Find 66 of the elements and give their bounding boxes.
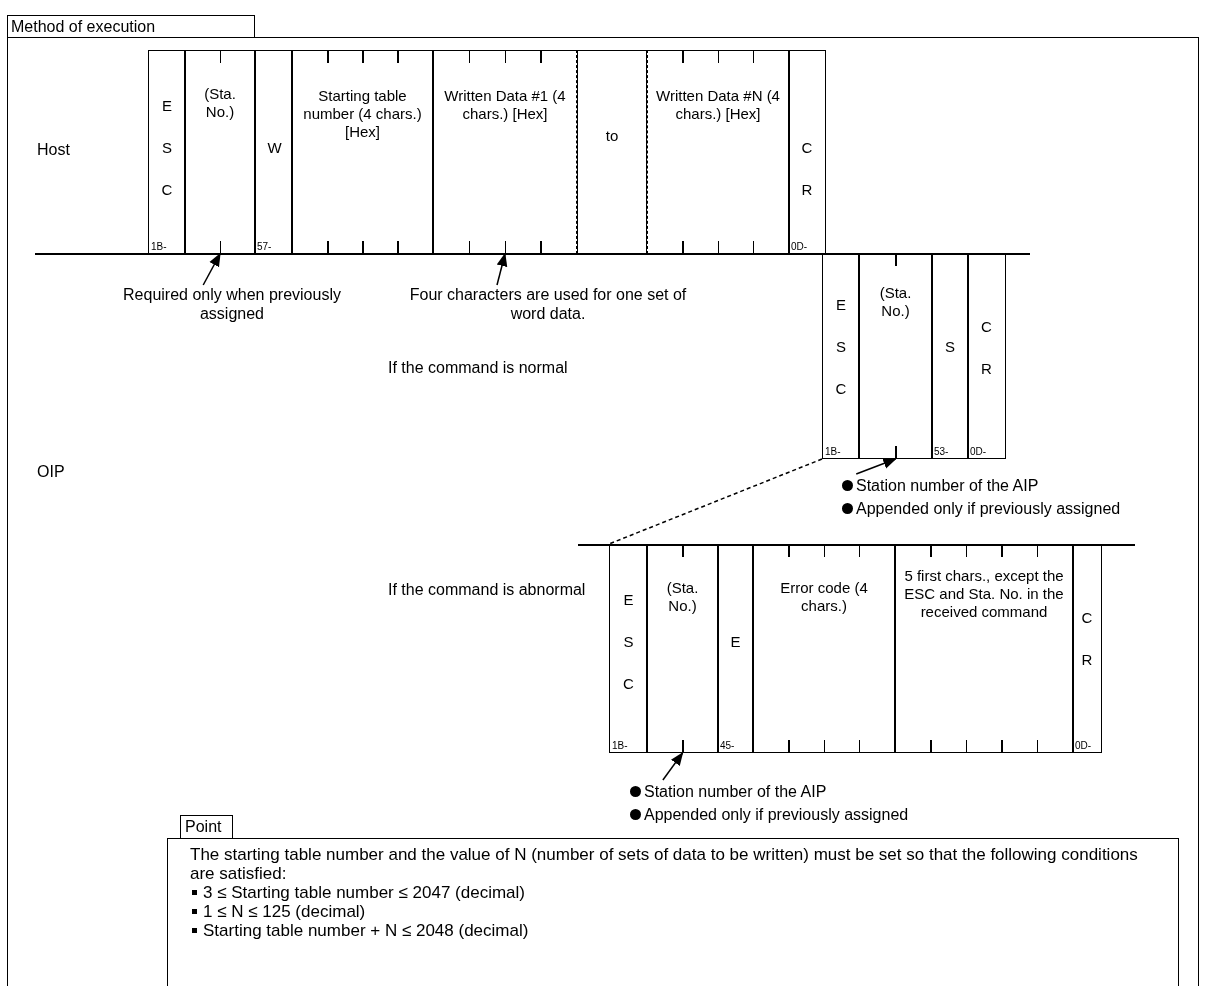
field-label: 5 first chars., except the ESC and Sta. No. in the received command — [903, 567, 1065, 621]
field-label: (Sta. No.) — [203, 85, 237, 121]
leader-arrow — [855, 458, 897, 475]
side-label: OIP — [37, 462, 66, 481]
connector-line — [608, 458, 823, 545]
side-label: If the command is abnormal — [388, 580, 587, 599]
frame-field — [254, 50, 293, 254]
frame-field — [717, 544, 754, 753]
frame-field — [858, 253, 933, 459]
frame-field — [1072, 544, 1102, 753]
note-heading: Point — [180, 815, 233, 839]
side-label: Host — [37, 140, 71, 159]
frame-field — [291, 50, 434, 254]
frame-field — [646, 544, 719, 753]
field-label: E S C — [161, 96, 173, 200]
callout-text: Station number of the AIP — [644, 782, 827, 801]
leader-arrow — [662, 751, 684, 781]
field-label: (Sta. No.) — [665, 579, 700, 615]
side-label: If the command is normal — [388, 358, 569, 377]
note-text: 3 ≤ Starting table number ≤ 2047 (decimal) — [203, 883, 525, 902]
hex-code: 1B- — [825, 446, 841, 457]
frame-field — [752, 544, 896, 753]
leader-arrow — [202, 252, 221, 286]
field-label: to — [604, 127, 620, 145]
hex-code: 45- — [720, 740, 735, 751]
frame-field — [894, 544, 1074, 753]
field-label: (Sta. No.) — [878, 284, 913, 320]
hex-code: 0D- — [970, 446, 987, 457]
frame-field — [646, 50, 790, 254]
field-label: Starting table number (4 chars.) [Hex] — [302, 87, 423, 141]
frame-field — [432, 50, 578, 254]
callout-text: Appended only if previously assigned — [644, 805, 909, 824]
note-text: The starting table number and the value of N (number of sets of data to be written) must be set so that the following conditions are satisfied: — [190, 845, 1139, 883]
frame-field — [788, 50, 826, 254]
frame-field — [148, 50, 186, 254]
frame-field — [967, 253, 1006, 459]
note-text: 1 ≤ N ≤ 125 (decimal) — [203, 902, 366, 921]
field-label: Error code (4 chars.) — [779, 579, 869, 615]
field-label: C R — [801, 138, 813, 200]
frame-field — [931, 253, 969, 459]
note-text: Starting table number + N ≤ 2048 (decimal) — [203, 921, 529, 940]
field-label: C R — [1081, 608, 1093, 670]
field-label: C R — [980, 317, 993, 379]
hex-code: 1B- — [151, 241, 167, 252]
leader-arrow — [496, 252, 508, 286]
field-label: S — [944, 337, 956, 357]
field-label: E S C — [835, 295, 847, 399]
field-label: E S C — [622, 590, 635, 694]
hex-code: 1B- — [612, 740, 628, 751]
hex-code: 57- — [257, 241, 272, 252]
frame-field — [576, 50, 648, 254]
callout-text: Four characters are used for one set of word data. — [398, 285, 698, 327]
callout-text: Required only when previously assigned — [112, 285, 352, 327]
callout-text: Station number of the AIP — [856, 476, 1039, 495]
field-label: E — [729, 632, 742, 652]
diagram-title: Method of execution — [7, 15, 255, 38]
callout-text: Appended only if previously assigned — [856, 499, 1121, 518]
hex-code: 0D- — [791, 241, 808, 252]
field-label: Written Data #N (4 chars.) [Hex] — [655, 87, 781, 123]
field-label: Written Data #1 (4 chars.) [Hex] — [443, 87, 567, 123]
frame-field — [822, 253, 860, 459]
frame-field — [609, 544, 648, 753]
hex-code: 0D- — [1075, 740, 1092, 751]
field-label: W — [267, 138, 280, 158]
frame-field — [184, 50, 256, 254]
hex-code: 53- — [934, 446, 949, 457]
